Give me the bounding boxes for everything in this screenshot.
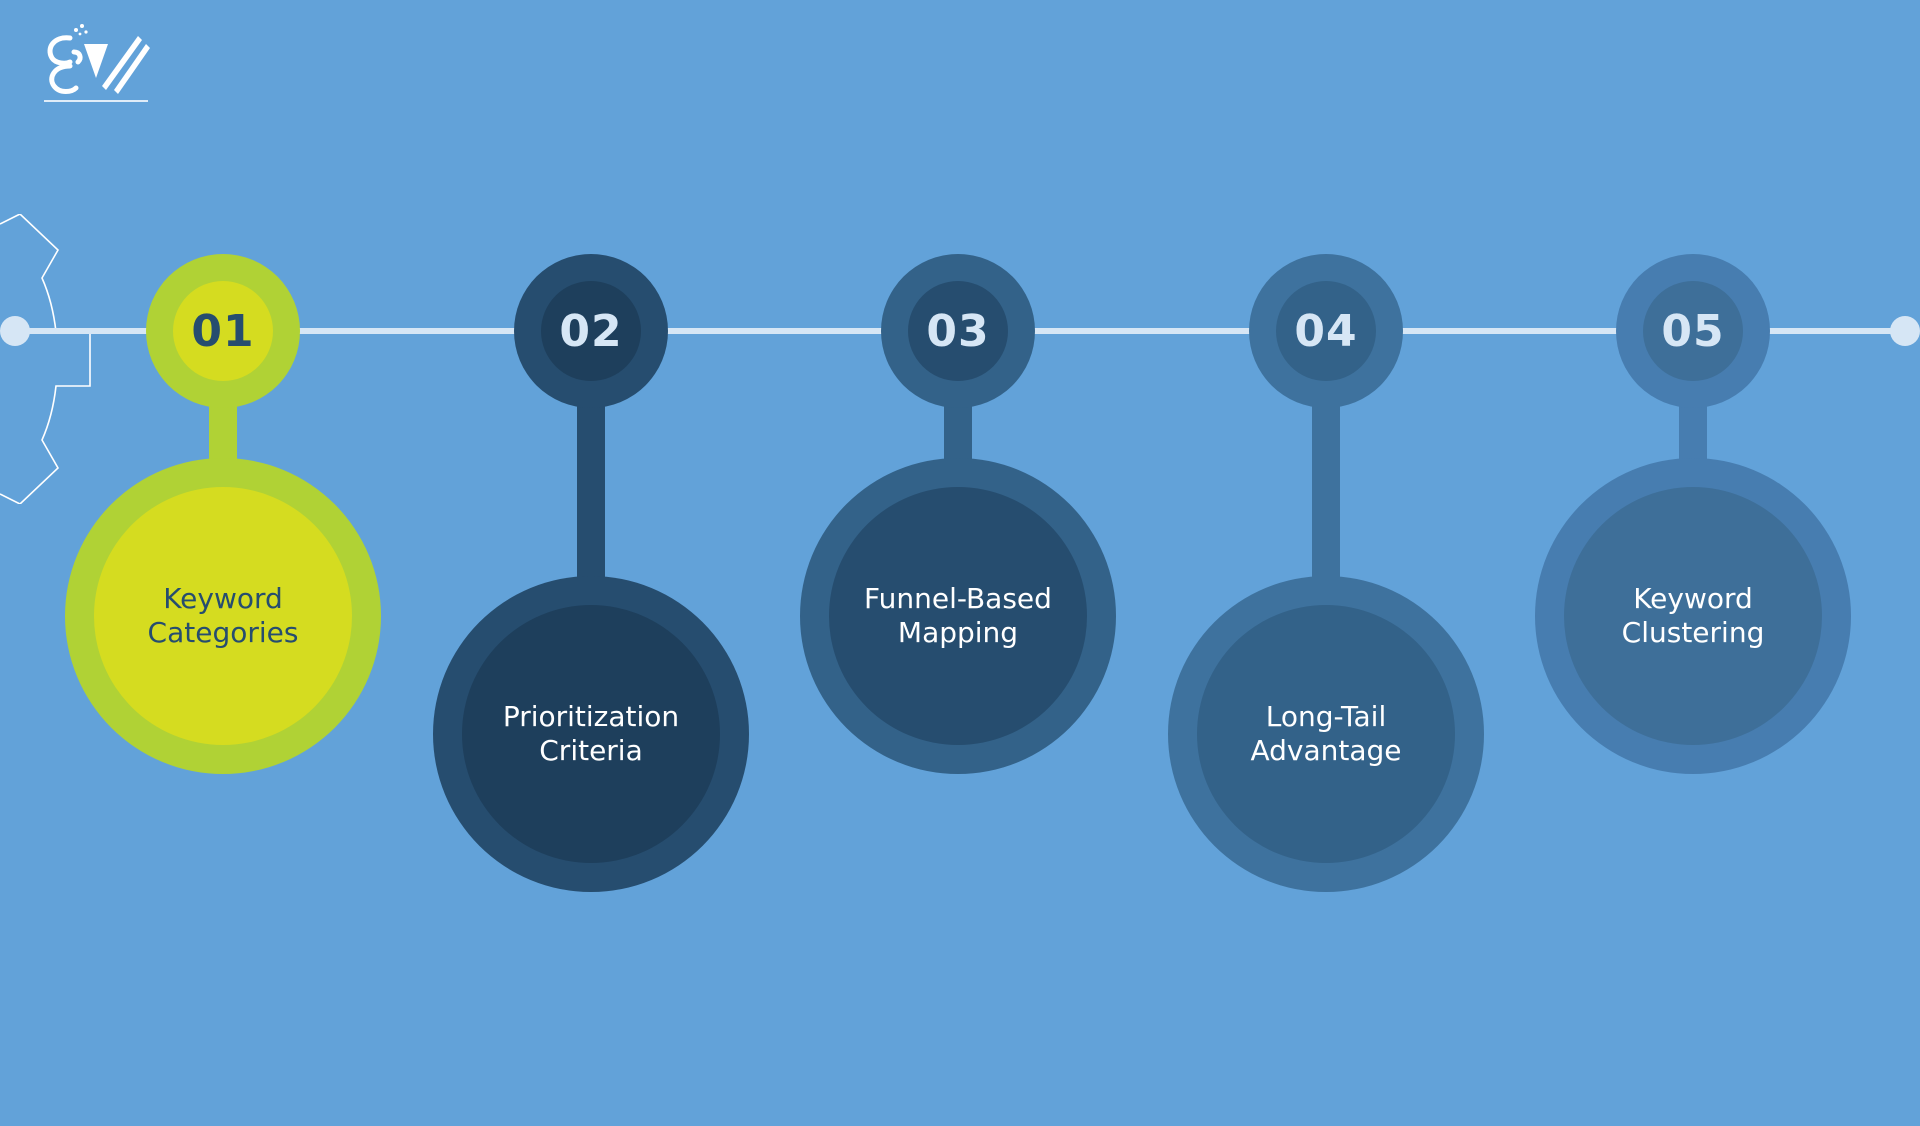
- step-1-circle: Keyword Categories: [65, 458, 381, 774]
- step-5-label: Keyword Clustering: [1621, 582, 1765, 649]
- step-5-number: 05: [1661, 305, 1725, 357]
- brand-logo-icon: [44, 24, 150, 102]
- step-4-connector: [1312, 390, 1340, 590]
- timeline-end-dot: [1890, 316, 1920, 346]
- step-4-circle: Long-Tail Advantage: [1168, 576, 1484, 892]
- step-4-label: Long-Tail Advantage: [1250, 700, 1402, 767]
- timeline-start-dot: [0, 316, 30, 346]
- step-4-number: 04: [1294, 305, 1358, 357]
- step-4-number-badge: 04: [1249, 254, 1403, 408]
- step-2-number: 02: [559, 305, 623, 357]
- step-1-label: Keyword Categories: [147, 582, 299, 649]
- step-2-circle: Prioritization Criteria: [433, 576, 749, 892]
- step-1-number: 01: [191, 305, 255, 357]
- step-2-number-badge: 02: [514, 254, 668, 408]
- step-2-label: Prioritization Criteria: [502, 700, 680, 767]
- step-3-circle: Funnel-Based Mapping: [800, 458, 1116, 774]
- step-5-circle: Keyword Clustering: [1535, 458, 1851, 774]
- step-2-connector: [577, 390, 605, 590]
- step-3-number-badge: 03: [881, 254, 1035, 408]
- step-1-number-badge: 01: [146, 254, 300, 408]
- step-5-number-badge: 05: [1616, 254, 1770, 408]
- step-3-number: 03: [926, 305, 990, 357]
- gear-outline-icon: [0, 214, 91, 504]
- step-3-label: Funnel-Based Mapping: [864, 582, 1052, 649]
